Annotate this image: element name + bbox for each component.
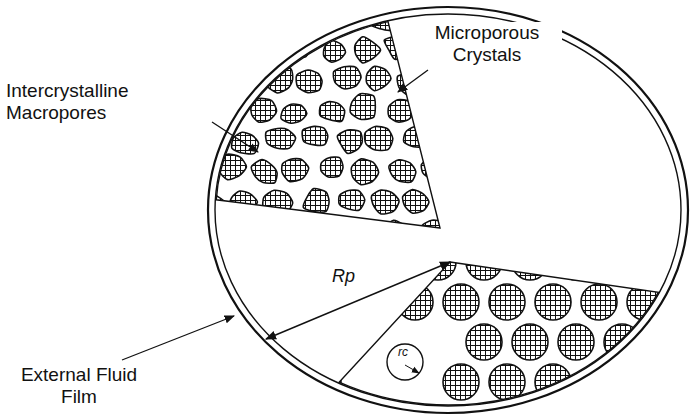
pellet-radius — [266, 262, 450, 339]
microporous-crystal — [203, 70, 231, 95]
microporous-crystal — [489, 364, 525, 400]
leader-line — [122, 316, 234, 360]
microporous-crystal — [339, 190, 365, 210]
microporous-crystal — [355, 37, 381, 63]
microporous-crystal — [333, 8, 363, 31]
microporous-crystal — [384, 35, 414, 60]
microporous-crystal — [232, 9, 259, 32]
microporous-crystal — [351, 223, 381, 246]
microporous-crystal — [251, 159, 277, 183]
microporous-crystal — [443, 284, 479, 320]
microporous-crystal — [673, 284, 696, 320]
microporous-crystal — [558, 244, 594, 280]
microporous-crystal — [437, 130, 462, 154]
microporous-crystal — [350, 94, 375, 120]
microporous-crystal — [535, 284, 571, 320]
microporous-crystal — [443, 364, 479, 400]
microporous-crystal — [604, 324, 640, 360]
microporous-crystal — [263, 190, 293, 214]
film-label: External Fluid Film — [4, 364, 154, 408]
microporous-crystal — [249, 219, 272, 238]
microporous-crystal — [650, 244, 686, 280]
microporous-crystal — [489, 284, 525, 320]
microporous-crystal — [422, 220, 449, 243]
microporous-crystal — [300, 14, 329, 34]
microporous-crystal — [266, 66, 292, 93]
microporous-crystal — [216, 102, 241, 124]
microporous-crystal — [604, 244, 640, 280]
sector-ground — [339, 262, 658, 405]
microporous-crystal — [282, 34, 310, 57]
microporous-crystal — [389, 160, 416, 183]
microporous-crystal — [198, 192, 226, 217]
microporous-crystal — [282, 244, 318, 280]
sector-ground — [216, 22, 440, 228]
microporous-crystal — [296, 70, 322, 93]
sector-outline — [339, 262, 658, 405]
microporous-crystal — [314, 219, 342, 244]
microporous-crystal — [321, 157, 343, 177]
microporous-crystal — [195, 11, 219, 36]
crystal-radius-label: rc — [391, 346, 415, 360]
microporous-crystal — [266, 8, 296, 31]
microporous-crystal — [456, 95, 481, 122]
microporous-crystal — [466, 324, 502, 360]
microporous-crystal — [374, 244, 410, 280]
microporous-crystal — [466, 244, 502, 280]
microporous-crystal — [337, 130, 362, 154]
macropore-label: Intercrystalline Macropores — [6, 80, 201, 124]
microporous-crystal — [581, 364, 617, 400]
leader-line — [398, 70, 428, 92]
microporous-crystal — [419, 99, 448, 124]
microporous-crystal — [220, 38, 246, 61]
pellet-surface — [215, 14, 681, 406]
microporous-crystal — [302, 126, 328, 145]
microporous-crystal — [303, 189, 329, 213]
microporous-crystal — [232, 65, 258, 89]
microporous-crystal — [402, 189, 428, 213]
microporous-crystal — [281, 104, 307, 123]
microporous-crystal — [215, 215, 241, 237]
sector-outline — [216, 22, 440, 228]
microporous-crystal — [365, 126, 393, 150]
crystal-label: Microporous Crystals — [412, 22, 562, 66]
microporous-crystal — [512, 244, 548, 280]
microporous-crystal — [333, 66, 361, 89]
crystal-sector — [282, 244, 696, 405]
microporous-crystal — [454, 220, 479, 245]
microporous-crystal — [371, 190, 399, 214]
microporous-crystal — [282, 159, 309, 182]
microporous-crystal — [195, 126, 224, 152]
microporous-crystal — [650, 324, 686, 360]
microporous-crystal — [535, 364, 571, 400]
microporous-crystal — [581, 284, 617, 320]
microporous-crystal — [512, 324, 548, 360]
microporous-crystal — [454, 154, 479, 179]
microporous-crystal — [328, 324, 364, 360]
microporous-crystal — [266, 128, 296, 148]
microporous-crystal — [558, 324, 594, 360]
microporous-crystal — [673, 364, 696, 400]
microporous-crystal — [305, 364, 341, 400]
crystal-circle — [387, 344, 423, 380]
microporous-crystal — [440, 73, 466, 92]
crystal-radius — [405, 365, 419, 373]
external-fluid-film — [208, 7, 688, 413]
microporous-crystal — [435, 189, 461, 213]
leader-line — [212, 122, 258, 152]
microporous-crystal — [627, 284, 663, 320]
microporous-crystal — [366, 66, 391, 90]
microporous-crystal — [351, 159, 378, 185]
microporous-crystal — [255, 33, 281, 57]
radius-label: Rp — [332, 266, 372, 287]
microporous-crystal — [351, 284, 387, 320]
microporous-crystal — [627, 364, 663, 400]
microporous-crystal — [284, 220, 306, 241]
microporous-crystal — [319, 102, 344, 122]
